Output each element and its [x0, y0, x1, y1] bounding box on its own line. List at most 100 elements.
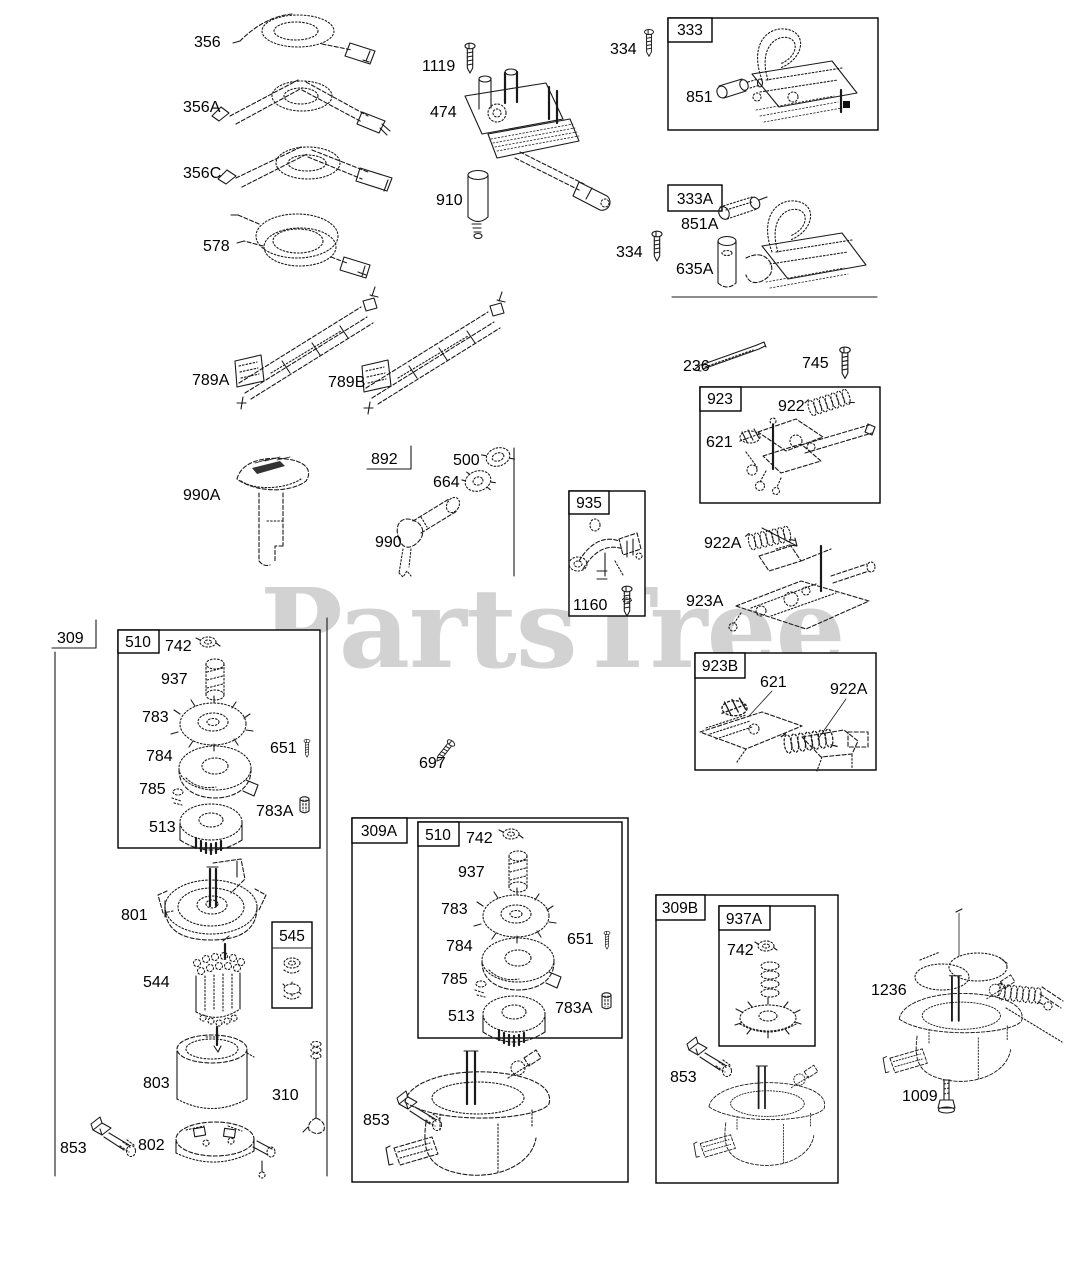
part-label-356A: 356A	[183, 99, 221, 116]
group-label-510: 510	[125, 634, 151, 651]
label-bracket-309	[51, 619, 97, 649]
part-label-1160: 1160	[573, 597, 608, 614]
group-label-333: 333	[677, 22, 703, 39]
part-label-785-a: 785	[441, 971, 468, 988]
label-box-333	[667, 17, 713, 43]
part-label-544: 544	[143, 974, 170, 991]
housing-803-drawing	[176, 1034, 255, 1109]
part-label-784: 784	[146, 748, 173, 765]
screw-745-drawing	[839, 346, 851, 379]
screw-1160-spring	[621, 597, 633, 603]
part-label-334-lower: 334	[616, 244, 643, 261]
label-bracket-892	[366, 445, 412, 470]
part-label-334-top: 334	[610, 41, 637, 58]
label-box-935	[568, 490, 610, 515]
starter-1236-drawing	[882, 908, 1064, 1083]
bolt-1009-drawing	[937, 1079, 956, 1114]
part-label-651-a: 651	[567, 931, 594, 948]
group-label-333A: 333A	[677, 191, 714, 208]
terminal-910-drawing	[467, 169, 489, 240]
wire-356C-drawing	[217, 145, 393, 192]
part-label-697: 697	[419, 755, 446, 772]
part-label-742: 742	[165, 638, 192, 655]
endcap-801-drawing	[157, 858, 267, 941]
part-label-513: 513	[149, 819, 176, 836]
group-label-309A: 309A	[361, 823, 398, 840]
part-label-923A: 923A	[686, 593, 724, 610]
part-label-621: 621	[706, 434, 733, 451]
label-box-937A	[718, 905, 771, 931]
group-label-545: 545	[279, 928, 305, 945]
group-333-coil-drawing	[751, 28, 858, 123]
wire-356-drawing	[232, 13, 376, 65]
label-box-333A	[667, 184, 723, 212]
part-label-742-a: 742	[466, 830, 493, 847]
part-label-851: 851	[686, 89, 713, 106]
group-label-309B: 309B	[662, 900, 698, 917]
part-label-851A: 851A	[681, 216, 719, 233]
group-937A-pinion-drawing	[734, 940, 802, 1039]
screen-500-drawing	[481, 447, 515, 467]
part-label-783A-a: 783A	[555, 1000, 593, 1017]
wire-578-drawing	[230, 213, 371, 279]
part-label-853-b: 853	[670, 1069, 697, 1086]
group-923-brake-drawing	[745, 417, 876, 496]
group-333A-coil-drawing	[761, 200, 867, 289]
screw-334-lower-drawing	[651, 230, 663, 262]
part-label-990A: 990A	[183, 487, 221, 504]
bolt-853-drawing	[90, 1116, 137, 1158]
part-label-853-a: 853	[363, 1112, 390, 1129]
part-label-784-a: 784	[446, 938, 473, 955]
brake-923A-drawing	[728, 544, 876, 632]
part-label-635A: 635A	[676, 261, 714, 278]
screw-1119-drawing	[464, 42, 476, 74]
part-label-922A: 922A	[704, 535, 742, 552]
part-label-789A: 789A	[192, 372, 230, 389]
part-label-474: 474	[430, 104, 457, 121]
switch-990A-drawing	[236, 456, 310, 567]
key-990-drawing	[396, 496, 461, 578]
label-box-510	[117, 629, 160, 654]
group-box-923	[699, 386, 881, 504]
part-label-910: 910	[436, 192, 463, 209]
part-label-803: 803	[143, 1075, 170, 1092]
part-label-922A-b: 922A	[830, 681, 868, 698]
part-label-356C: 356C	[183, 165, 221, 182]
group-935-lever-drawing	[568, 518, 643, 580]
wire-356A-drawing	[211, 79, 391, 136]
label-box-923B	[694, 652, 746, 679]
part-label-801: 801	[121, 907, 148, 924]
part-label-937-a: 937	[458, 864, 485, 881]
bracket-789B-drawing	[361, 291, 506, 415]
connector-851-drawing	[716, 78, 764, 99]
group-label-309: 309	[57, 630, 84, 647]
label-box-309B	[655, 894, 706, 921]
group-545-washers-drawing	[282, 957, 302, 1000]
part-label-922: 922	[778, 398, 805, 415]
group-label-923B: 923B	[702, 658, 738, 675]
group-box-510-a	[417, 821, 623, 1039]
part-label-1009: 1009	[902, 1088, 938, 1105]
armature-544-drawing	[192, 935, 246, 1053]
part-label-785: 785	[139, 781, 166, 798]
washer-664-drawing	[461, 470, 496, 492]
part-label-802: 802	[138, 1137, 165, 1154]
group-309-side-rules	[54, 617, 328, 1177]
part-label-990: 990	[375, 534, 402, 551]
part-label-513-a: 513	[448, 1008, 475, 1025]
group-label-935: 935	[576, 495, 602, 512]
screw-334-top-drawing	[644, 28, 654, 57]
part-label-783A: 783A	[256, 803, 294, 820]
part-label-853: 853	[60, 1140, 87, 1157]
group-label-937A: 937A	[726, 911, 763, 928]
part-label-356: 356	[194, 34, 221, 51]
part-label-789B: 789B	[328, 374, 365, 391]
part-label-1119: 1119	[422, 58, 455, 75]
group-label-892: 892	[371, 451, 398, 468]
label-box-923	[699, 386, 742, 412]
group-box-510	[117, 629, 321, 849]
part-label-236: 236	[683, 358, 710, 375]
bolt-310-drawing	[302, 1040, 325, 1135]
